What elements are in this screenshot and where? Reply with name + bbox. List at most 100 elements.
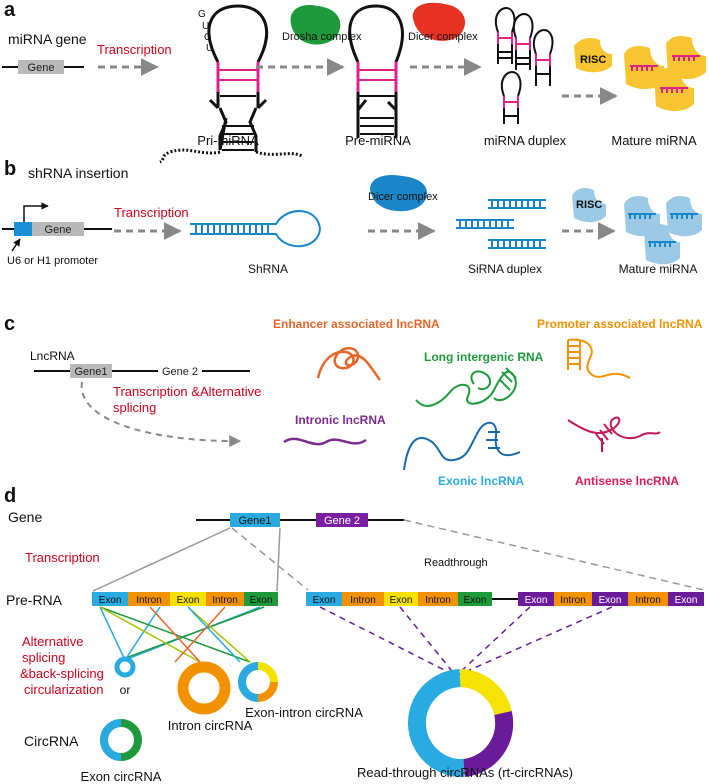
pre-left-seg-3 (170, 592, 206, 606)
enhancer-lncrna-label: Enhancer associated lncRNA (273, 317, 440, 331)
promoter-lncrna-shape (567, 338, 631, 379)
lncrna-gene1-box (70, 364, 112, 378)
risc-label-a: RISC (580, 54, 606, 66)
lncrna-transcription-line1: Transcription &Alternative (113, 384, 261, 399)
lncrna-label: LncRNA (30, 349, 75, 363)
gene2-box-d (316, 513, 368, 527)
panel-c: c LncRNA Gene1 Gene 2 Transcription &Alt… (4, 313, 703, 488)
loop-letter-g2: G (204, 32, 212, 43)
rt-circrna-label: Read-through circRNAs (rt-circRNAs) (357, 765, 573, 780)
pre-right-text-8: Exon (599, 595, 622, 606)
risc-shape-a (574, 38, 612, 73)
intergenic-lncrna-shape (415, 367, 517, 407)
panel-a-letter: a (4, 0, 16, 21)
panel-c-letter: c (4, 313, 15, 335)
pre-right-seg-5 (458, 592, 492, 606)
pre-left-seg-1 (92, 592, 128, 606)
promoter-label: U6 or H1 promoter (7, 255, 98, 267)
pre-right-seg-6 (518, 592, 554, 606)
pri-mirna-label: Pri-miRNA (197, 133, 259, 148)
small-exon-circle (114, 656, 136, 678)
mature-mirna-b-complexes (624, 196, 702, 265)
pre-left-text-2: Intron (136, 595, 162, 606)
splicing-label-3: &back-splicing (20, 666, 104, 681)
pre-right-seg-7 (554, 592, 592, 606)
dicer-complex-label-b: Dicer complex (368, 191, 438, 203)
lncrna-gene2-label: Gene 2 (162, 366, 198, 378)
pre-right-text-9: Intron (635, 595, 661, 606)
exonic-lncrna-label: Exonic lncRNA (438, 474, 524, 488)
rt-circ-connectors (319, 606, 613, 677)
exon-intron-ring-blue (238, 662, 259, 702)
pre-right-seg-10 (668, 592, 704, 606)
lncrna-gene2-box (158, 364, 202, 378)
antisense-lncrna-label: Antisense lncRNA (575, 474, 679, 488)
mature-mirna-complexes (624, 36, 706, 112)
transcription-label-d: Transcription (25, 550, 100, 565)
pre-rna-label: Pre-RNA (6, 592, 63, 608)
pre-right-text-1: Exon (313, 595, 336, 606)
dicer-complex-shape-b (370, 174, 428, 212)
mirna-gene-box (18, 60, 64, 74)
intronic-lncrna-shape (283, 437, 367, 446)
intron-circrna-ring (177, 661, 231, 715)
enhancer-lncrna-shape (316, 346, 381, 381)
pre-right-text-4: Intron (425, 595, 451, 606)
pre-left-seg-5 (244, 592, 278, 606)
loop-letter-u1: U (202, 21, 209, 32)
pre-rna-right: Exon Intron Exon Intron Exon Exon Intron… (306, 592, 704, 606)
shrna-transcription-label: Transcription (114, 205, 189, 220)
promoter-lncrna-label: Promoter associated lncRNA (537, 317, 703, 331)
pre-right-seg-9 (628, 592, 668, 606)
pre-right-text-2: Intron (350, 595, 376, 606)
risc-label-b: RISC (576, 199, 602, 211)
intronic-lncrna-label: Intronic lncRNA (295, 413, 386, 427)
mirna-gene-label: Gene (28, 62, 55, 74)
gene1-right-connector (276, 527, 281, 592)
shrna-structure (190, 210, 322, 248)
pre-right-seg-4 (418, 592, 458, 606)
readthrough-right-connector (403, 519, 705, 591)
mature-mirna-label-a: Mature miRNA (611, 133, 697, 148)
circrna-label: CircRNA (24, 733, 79, 749)
splicing-label-2: splicing (22, 650, 65, 665)
pre-right-text-7: Intron (560, 595, 586, 606)
or-label: or (120, 683, 131, 697)
shrna-gene-label: Gene (45, 224, 72, 236)
splicing-label-4: circularization (24, 682, 103, 697)
pre-right-seg-3 (384, 592, 418, 606)
pre-left-text-4: Intron (212, 595, 238, 606)
shrna-label: ShRNA (248, 262, 288, 276)
loop-letter-u2: U (206, 43, 213, 54)
pre-right-seg-1 (306, 592, 342, 606)
pre-right-seg-2 (342, 592, 384, 606)
lncrna-gene1-label: Gene1 (74, 366, 107, 378)
sirna-duplex-group (456, 199, 546, 249)
intron-circrna-label: Intron circRNA (168, 718, 253, 733)
readthrough-label: Readthrough (424, 557, 488, 569)
tss-arrow (23, 202, 49, 222)
gene-row-label: Gene (8, 509, 42, 525)
gene1-left-connector (92, 527, 231, 592)
shrna-gene-box (32, 222, 84, 236)
loop-letter-g1: G (198, 9, 206, 20)
pre-rna-left: Exon Intron Exon Intron Exon (92, 592, 278, 606)
panel-b: b shRNA insertion Gene U6 or H1 promoter… (2, 158, 702, 276)
mirna-duplex-group (494, 6, 554, 124)
shrna-insertion-title: shRNA insertion (28, 165, 128, 181)
gene1-box-d (230, 513, 280, 527)
mature-mirna-label-b: Mature miRNA (619, 262, 698, 276)
lncrna-transcription-line2: splicing (113, 400, 156, 415)
gene1-label-d: Gene1 (238, 515, 271, 527)
panel-a: a miRNA gene Gene Transcription (2, 0, 706, 164)
lncrna-curved-arrow (80, 381, 242, 448)
pre-mirna-rungs (358, 69, 396, 135)
exonic-lncrna-shape (403, 421, 521, 471)
promoter-pointer (11, 238, 21, 252)
panel-b-letter: b (4, 158, 16, 180)
pre-mirna-hairpin (348, 4, 404, 138)
panel-d-letter: d (4, 485, 16, 507)
mirna-transcription-label: Transcription (97, 42, 172, 57)
antisense-lncrna-shape (567, 416, 661, 452)
